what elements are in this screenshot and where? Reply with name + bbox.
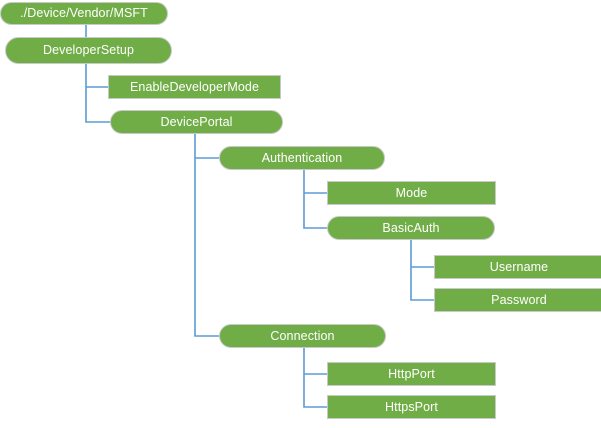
connector-path — [410, 239, 435, 301]
connector-path — [303, 169, 328, 229]
tree-node-label: Mode — [395, 185, 428, 200]
tree-node-label: DeveloperSetup — [42, 43, 135, 58]
tree-node-label: HttpPort — [388, 366, 435, 381]
tree-node-enable-developer-mode[interactable]: EnableDeveloperMode — [108, 75, 281, 99]
tree-node-https-port[interactable]: HttpsPort — [327, 395, 496, 419]
connector-path — [303, 347, 328, 408]
tree-node-connection[interactable]: Connection — [219, 324, 386, 348]
tree-node-label: Connection — [270, 328, 335, 343]
tree-node-http-port[interactable]: HttpPort — [327, 362, 496, 386]
tree-node-label: EnableDeveloperMode — [129, 79, 260, 94]
tree-node-label: Password — [491, 292, 547, 307]
tree-node-developer-setup[interactable]: DeveloperSetup — [5, 37, 172, 64]
connector-path — [85, 63, 111, 123]
tree-node-username[interactable]: Username — [434, 255, 601, 279]
tree-node-mode[interactable]: Mode — [327, 181, 496, 205]
connector-path — [194, 133, 220, 337]
tree-node-device-portal[interactable]: DevicePortal — [110, 110, 283, 134]
tree-node-label: DevicePortal — [160, 114, 233, 129]
tree-node-label: Authentication — [261, 150, 343, 165]
tree-node-label: ./Device/Vendor/MSFT — [20, 6, 148, 21]
tree-node-password[interactable]: Password — [434, 288, 601, 312]
tree-node-label: HttpsPort — [385, 399, 438, 414]
tree-node-root[interactable]: ./Device/Vendor/MSFT — [0, 2, 168, 25]
tree-node-authentication[interactable]: Authentication — [219, 146, 385, 170]
tree-node-label: BasicAuth — [382, 220, 440, 235]
tree-node-label: Username — [489, 259, 549, 274]
tree-node-basic-auth[interactable]: BasicAuth — [327, 216, 495, 240]
